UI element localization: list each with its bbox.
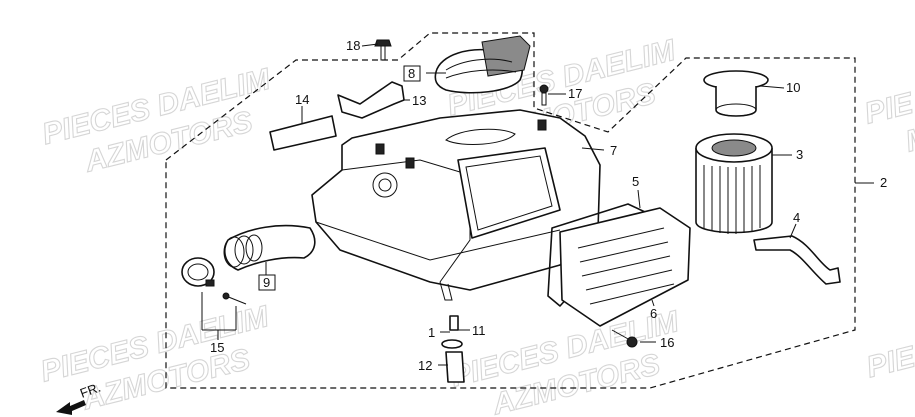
- callout-1: 1: [428, 325, 435, 340]
- callout-6: 6: [650, 306, 657, 321]
- direction-label: FR.: [78, 380, 103, 401]
- callout-14: 14: [295, 92, 309, 107]
- callout-16: 16: [660, 335, 674, 350]
- callout-9: 9: [263, 275, 270, 290]
- part-11-plug: [449, 315, 459, 331]
- part-17-screw: [539, 84, 549, 106]
- watermark-5: PIE M: [861, 86, 915, 159]
- watermark-text: PIE: [863, 340, 915, 384]
- part-4-strap: [753, 235, 841, 285]
- leader-lines: [201, 43, 874, 366]
- callout-8: 8: [408, 66, 415, 81]
- part-3-filter-element: [695, 133, 773, 234]
- watermark-3: PIECES DAELIM AZMOTORS: [37, 299, 273, 417]
- callout-7: 7: [610, 143, 617, 158]
- watermark-text: M: [902, 120, 915, 158]
- callout-4: 4: [793, 210, 800, 225]
- callout-10: 10: [786, 80, 800, 95]
- part-13-holder: [337, 81, 405, 119]
- callout-18: 18: [346, 38, 360, 53]
- callout-8-box: [403, 65, 421, 82]
- callout-9-box: [258, 274, 276, 291]
- callout-2: 2: [880, 175, 887, 190]
- callout-5: 5: [632, 174, 639, 189]
- callout-15: 15: [210, 340, 224, 355]
- part-14-label-sticker: [269, 115, 337, 151]
- callout-13: 13: [412, 93, 426, 108]
- part-6-element-cover: [559, 207, 691, 327]
- part-15-clamp: [181, 257, 247, 305]
- watermark-1: PIECES DAELIM AZMOTORS: [38, 62, 274, 179]
- part-10-cap: [703, 70, 769, 117]
- part-12-drain-tube: [445, 351, 465, 383]
- watermark-text: PIE: [861, 87, 915, 131]
- callout-11: 11: [472, 323, 486, 338]
- part-18-bolt: [374, 39, 392, 61]
- part-9-connecting-tube: [223, 224, 316, 271]
- assembly-boundary: [165, 32, 856, 389]
- callout-3: 3: [796, 147, 803, 162]
- part-8-cover: [434, 35, 531, 94]
- watermark-6: PIE: [863, 340, 915, 385]
- forward-arrow-icon: [56, 400, 86, 415]
- watermark-4: PIECES DAELIM AZMOTORS: [447, 304, 683, 417]
- callout-12: 12: [418, 358, 432, 373]
- callout-17: 17: [568, 86, 582, 101]
- part-1-clip: [441, 339, 463, 349]
- part-7-air-cleaner-case: [311, 109, 601, 301]
- part-16-screw: [611, 329, 638, 348]
